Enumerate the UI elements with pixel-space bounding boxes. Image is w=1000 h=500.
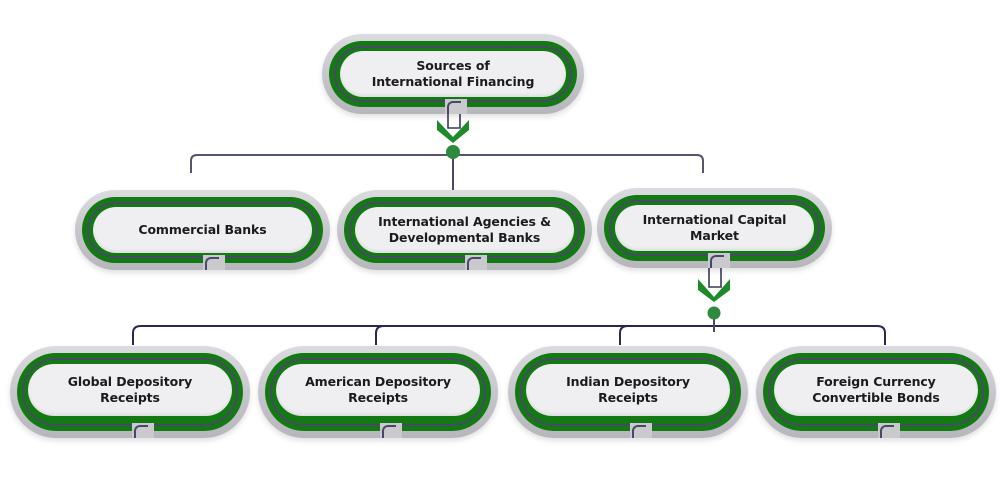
node-foreign-currency-convertible-bonds[interactable]: Foreign Currency Convertible Bonds	[756, 346, 996, 438]
junction-dot	[446, 145, 460, 159]
junction-dot	[707, 306, 721, 320]
node-international-agencies[interactable]: International Agencies & Developmental B…	[337, 190, 592, 270]
node-label: International Capital Market	[642, 212, 787, 243]
node-label: International Agencies & Developmental B…	[378, 214, 551, 245]
node-label: American Depository Receipts	[305, 374, 451, 405]
node-american-depository-receipts[interactable]: American Depository Receipts	[258, 346, 498, 438]
connector-market-branch-adr	[375, 325, 385, 345]
node-label: Commercial Banks	[138, 222, 267, 237]
node-label: Global Depository Receipts	[67, 374, 193, 405]
node-indian-depository-receipts[interactable]: Indian Depository Receipts	[508, 346, 748, 438]
node-label: Indian Depository Receipts	[566, 374, 690, 405]
node-global-depository-receipts[interactable]: Global Depository Receipts	[10, 346, 250, 438]
connector-market-branch	[132, 325, 886, 345]
connector-root-branch	[190, 154, 704, 173]
node-commercial-banks[interactable]: Commercial Banks	[75, 190, 330, 270]
node-international-capital-market[interactable]: International Capital Market	[597, 188, 832, 268]
node-sources-of-international-financing[interactable]: Sources of International Financing	[322, 34, 584, 114]
node-label: Sources of International Financing	[371, 58, 535, 89]
connector-market-branch-idr	[619, 325, 629, 345]
node-label: Foreign Currency Convertible Bonds	[812, 374, 940, 405]
